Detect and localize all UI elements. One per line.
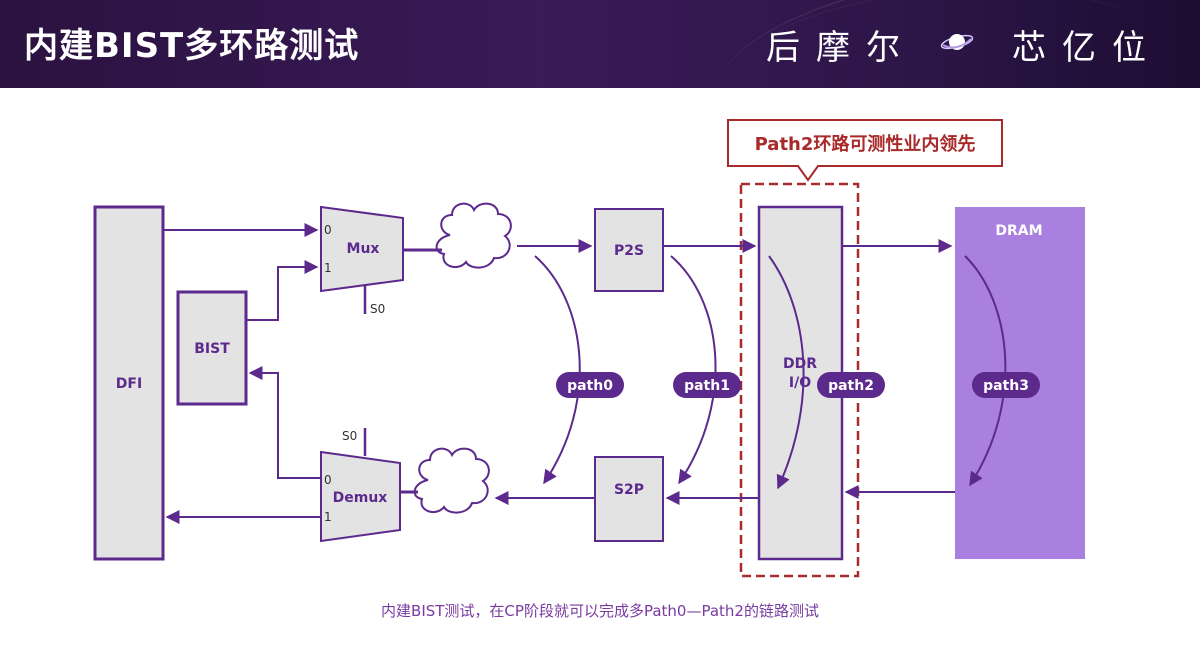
mux-block — [320, 205, 404, 293]
p2s-label: P2S — [614, 243, 644, 259]
demux-select-label: S0 — [342, 429, 357, 443]
path2-pill: path2 — [817, 372, 885, 398]
demux-block — [320, 450, 401, 543]
demux-output-1-label: 1 — [324, 510, 332, 524]
cloud-bottom-icon — [413, 447, 490, 514]
path3-pill: path3 — [972, 372, 1040, 398]
path1-label: path1 — [684, 378, 730, 394]
ddr-io-label-line2: I/O — [789, 375, 811, 391]
callout: Path2环路可测性业内领先 — [727, 119, 1003, 182]
slide-title: 内建BIST多环路测试 — [24, 26, 360, 66]
planet-logo-icon — [940, 34, 974, 50]
loop-arcs — [534, 255, 1007, 490]
mux-select-label: S0 — [370, 302, 385, 316]
mux-input-1-label: 1 — [324, 261, 332, 275]
demux-label: Demux — [333, 490, 388, 506]
mux-label: Mux — [347, 241, 380, 257]
signal-wires — [163, 223, 955, 524]
s2p-label: S2P — [614, 482, 644, 498]
p2s-block — [594, 208, 664, 292]
bist-block — [176, 290, 248, 406]
dfi-block — [93, 205, 165, 561]
mux-input-0-label: 0 — [324, 223, 332, 237]
path1-pill: path1 — [673, 372, 741, 398]
ddr-io-label-line1: DDR — [783, 356, 817, 372]
dfi-label: DFI — [116, 376, 142, 392]
demux-output-0-label: 0 — [324, 473, 332, 487]
s2p-block — [594, 456, 664, 542]
path0-label: path0 — [567, 378, 613, 394]
bist-label: BIST — [194, 341, 230, 357]
path2-label: path2 — [828, 378, 874, 394]
dram-label: DRAM — [995, 223, 1042, 239]
brand-name-left: 后摩尔 — [766, 28, 916, 68]
cloud-top-icon — [435, 202, 512, 269]
path0-pill: path0 — [556, 372, 624, 398]
callout-text: Path2环路可测性业内领先 — [755, 133, 976, 155]
path3-label: path3 — [983, 378, 1029, 394]
slide-header: 内建BIST多环路测试 后摩尔 芯亿位 — [0, 0, 1200, 88]
brand-name-right: 芯亿位 — [1012, 28, 1162, 68]
caption: 内建BIST测试，在CP阶段就可以完成多Path0—Path2的链路测试 — [381, 602, 819, 620]
